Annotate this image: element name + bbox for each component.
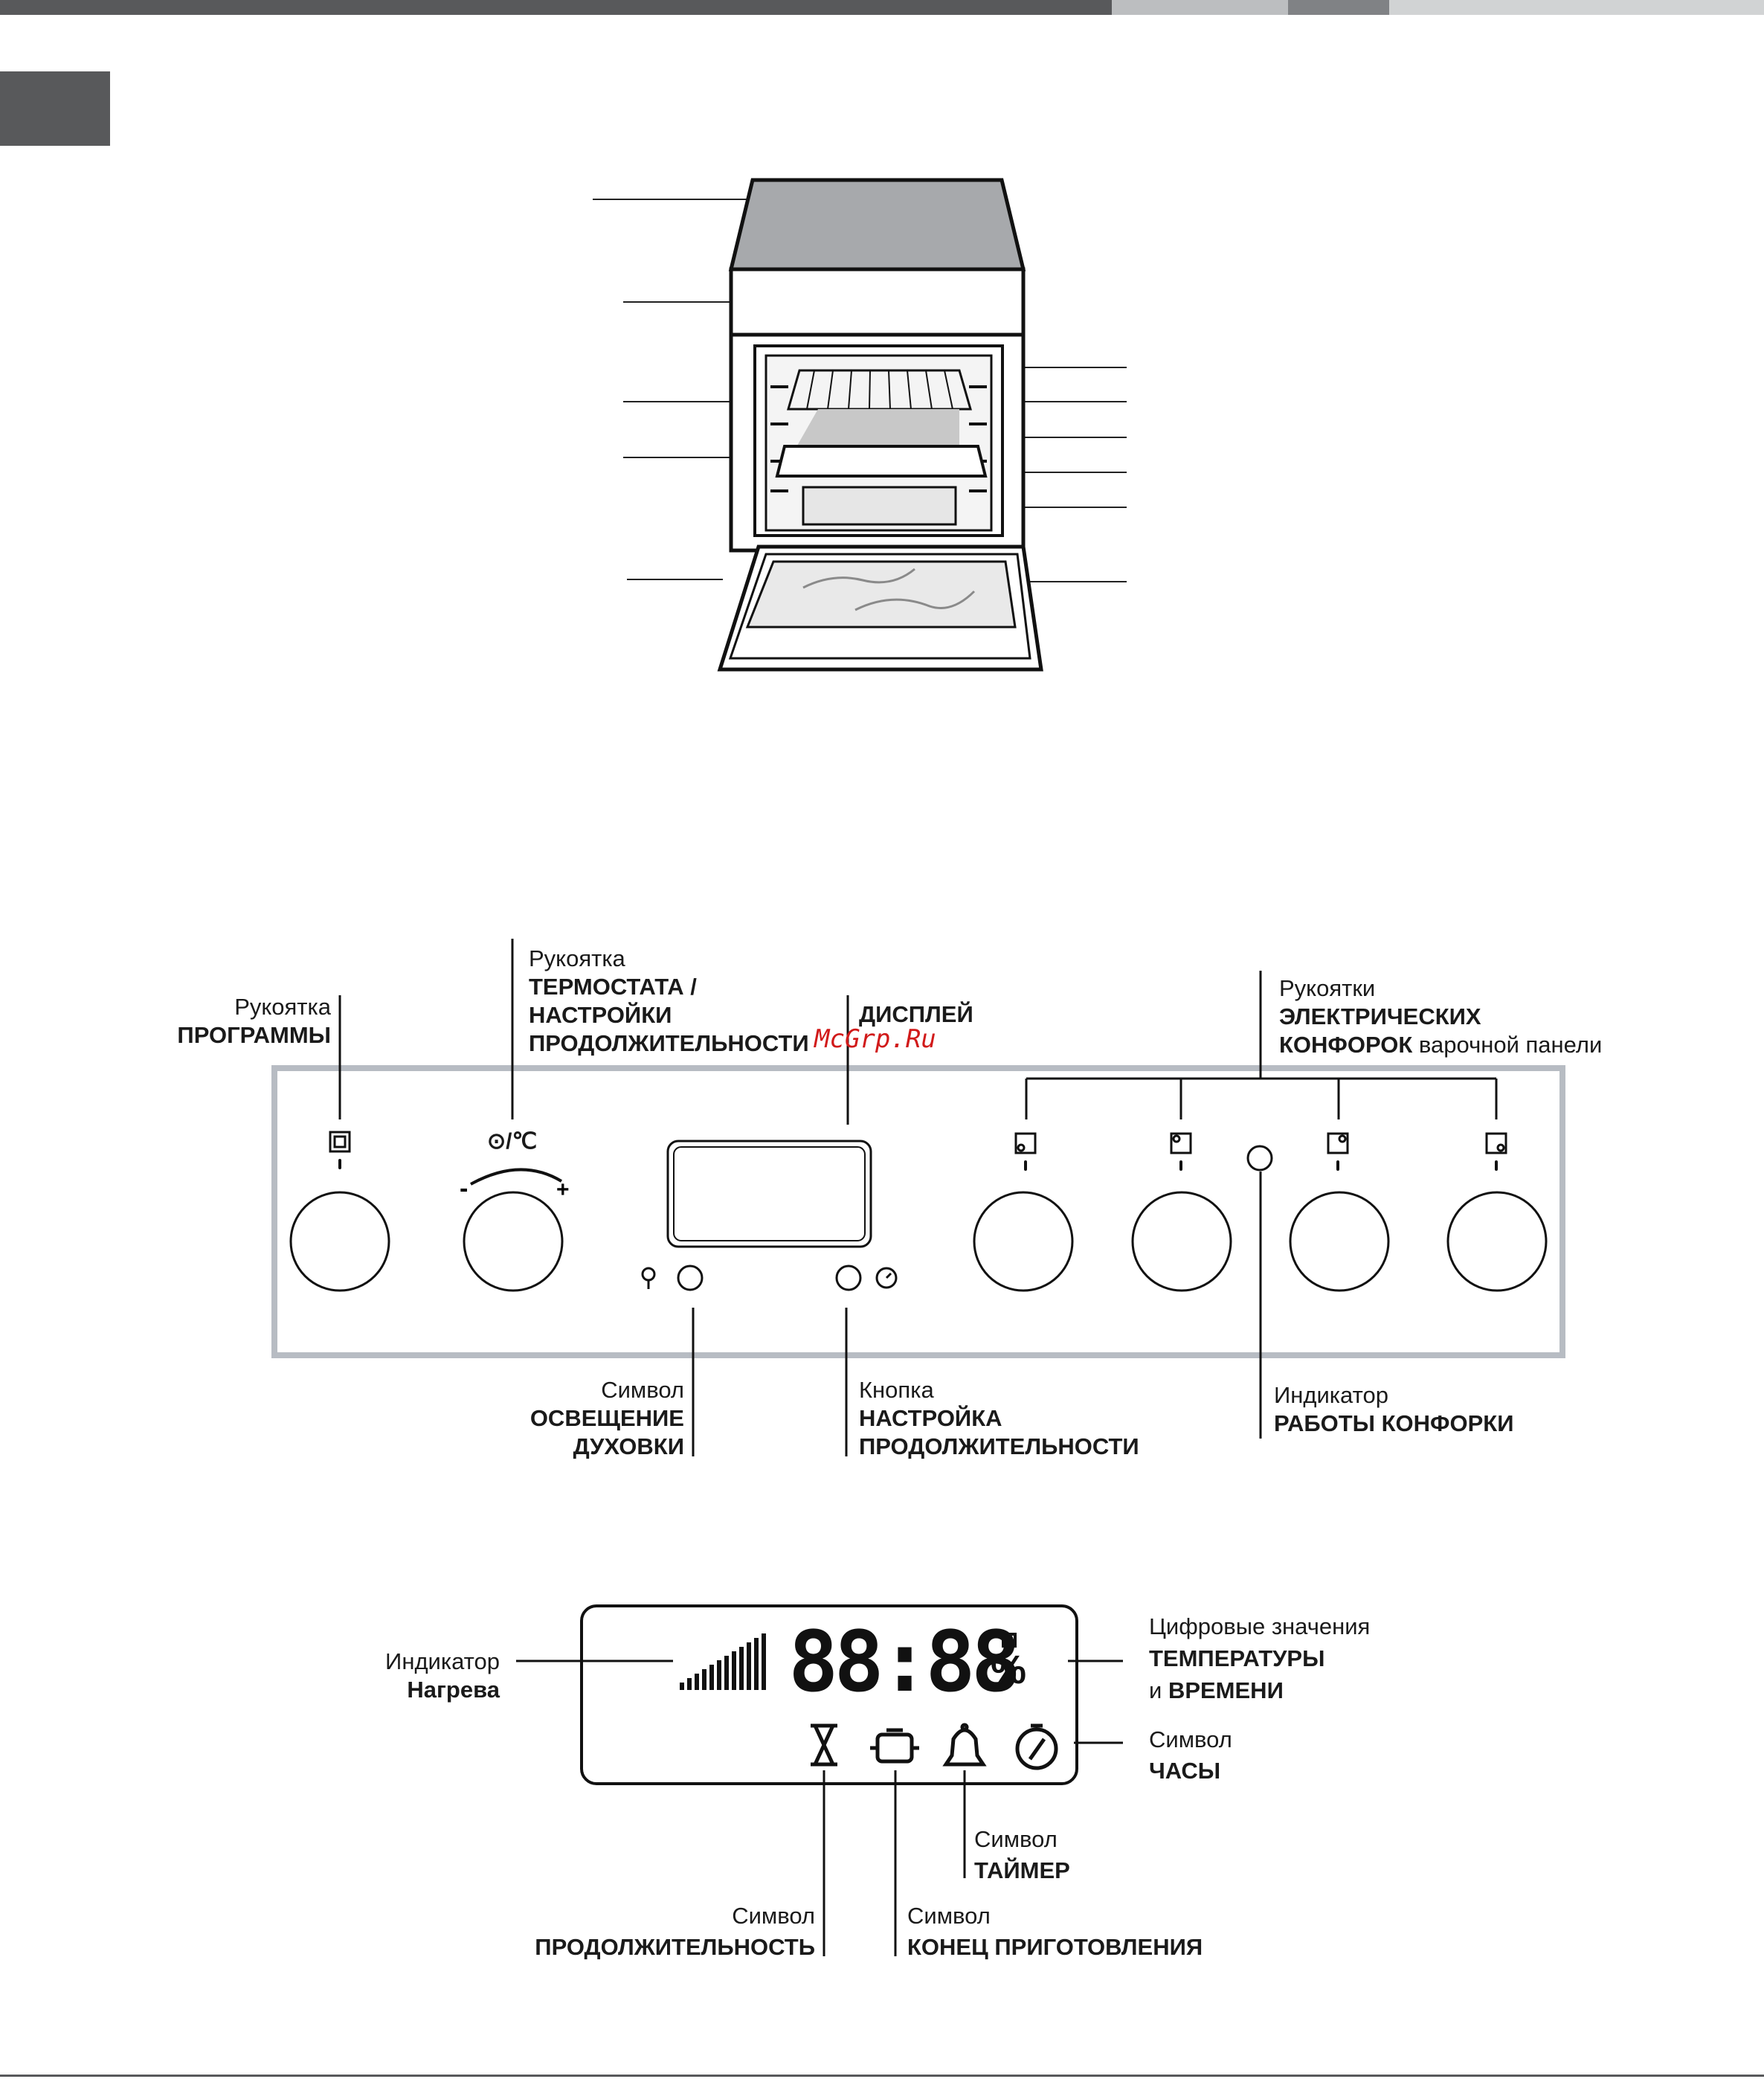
thermostat-symbol: ⊙/℃ <box>487 1129 538 1154</box>
end-cooking-symbol-label: Символ КОНЕЦ ПРИГОТОВЛЕНИЯ <box>907 1903 1203 1960</box>
svg-text:-: - <box>460 1175 468 1203</box>
svg-text:+: + <box>556 1177 570 1202</box>
heat-indicator-label: Индикатор Нагрева <box>385 1648 500 1703</box>
hob-knobs-label: Рукоятки ЭЛЕКТРИЧЕСКИХ КОНФОРОК варочной… <box>1279 975 1603 1058</box>
header-bar-dark <box>0 0 1112 15</box>
oven-illustration <box>593 178 1127 672</box>
lcd-digits: 88:88 <box>788 1614 1021 1711</box>
display-label: ДИСПЛЕЙ <box>859 1001 973 1027</box>
duration-symbol-label: Символ ПРОДОЛЖИТЕЛЬНОСТЬ <box>535 1903 815 1960</box>
lcd-percent: % <box>991 1648 1027 1692</box>
header-bar-light <box>1112 0 1288 15</box>
page-tab-marker <box>0 71 110 146</box>
header-bar-pale <box>1389 0 1764 15</box>
timer-symbol-label: Символ ТАЙМЕР <box>974 1826 1070 1883</box>
duration-button-label: Кнопка НАСТРОЙКА ПРОДОЛЖИТЕЛЬНОСТИ <box>859 1377 1139 1459</box>
hob-indicator-label: Индикатор РАБОТЫ КОНФОРКИ <box>1274 1382 1514 1436</box>
oven-light-label: Символ ОСВЕЩЕНИЕ ДУХОВКИ <box>529 1377 684 1459</box>
digits-label: Цифровые значения ТЕМПЕРАТУРЫ и ВРЕМЕНИ <box>1149 1613 1371 1703</box>
clock-symbol-label: Символ ЧАСЫ <box>1149 1726 1232 1784</box>
thermostat-knob-label: Рукоятка ТЕРМОСТАТА / НАСТРОЙКИ ПРОДОЛЖИ… <box>529 945 809 1056</box>
header-bar-mid <box>1288 0 1389 15</box>
watermark: McGrp.Ru <box>814 1024 936 1054</box>
footer-rule <box>0 2075 1764 2077</box>
program-knob-label: Рукоятка ПРОГРАММЫ <box>177 994 331 1048</box>
